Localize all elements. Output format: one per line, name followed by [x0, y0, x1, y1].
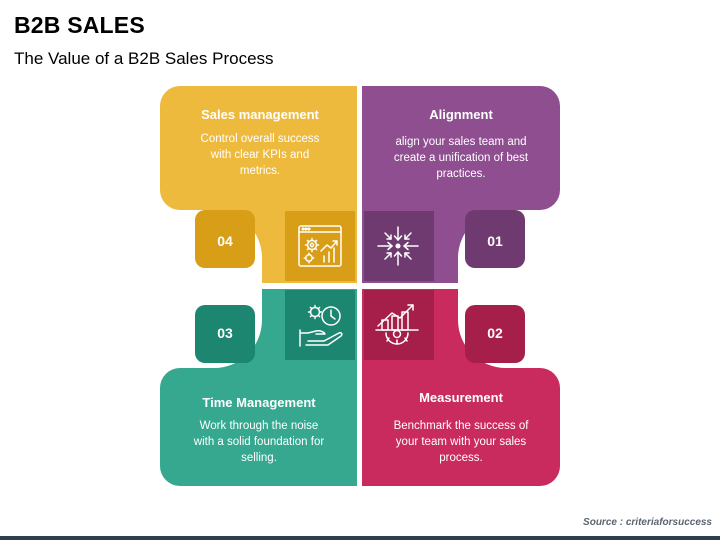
slide-subtitle: The Value of a B2B Sales Process — [14, 49, 274, 68]
time-management-description: Work through the noise with a solid foun… — [193, 420, 325, 464]
clock-gear-hand-icon — [299, 304, 343, 347]
slide-title: B2B SALES — [14, 12, 145, 38]
measurement-description: Benchmark the success of your team with … — [393, 420, 529, 464]
measurement-title: Measurement — [419, 390, 503, 405]
sales-management-number-tab — [195, 210, 255, 268]
sales-management-number: 04 — [217, 233, 233, 249]
sales-management-description: Control overall success with clear KPIs … — [200, 133, 320, 177]
converge-arrows-icon — [377, 226, 419, 266]
measurement-icon-box — [364, 290, 434, 360]
measurement-number: 02 — [487, 325, 503, 341]
time-management-number-tab — [195, 305, 255, 363]
alignment-description: align your sales team and create a unifi… — [393, 136, 529, 180]
measurement-number-tab — [465, 305, 525, 363]
alignment-title: Alignment — [429, 107, 493, 122]
time-management-icon-box — [285, 290, 355, 360]
time-management-title: Time Management — [202, 395, 316, 410]
time-management-number: 03 — [217, 325, 233, 341]
sales-management-title: Sales management — [201, 107, 319, 122]
alignment-number: 01 — [487, 233, 503, 249]
bottom-bar — [0, 536, 720, 540]
sales-management-icon-box — [285, 211, 355, 281]
growth-chart-gear-icon — [375, 304, 419, 345]
gears-chart-icon — [298, 225, 342, 267]
source-citation: Source : criteriaforsuccess — [583, 517, 712, 528]
alignment-number-tab — [465, 210, 525, 268]
